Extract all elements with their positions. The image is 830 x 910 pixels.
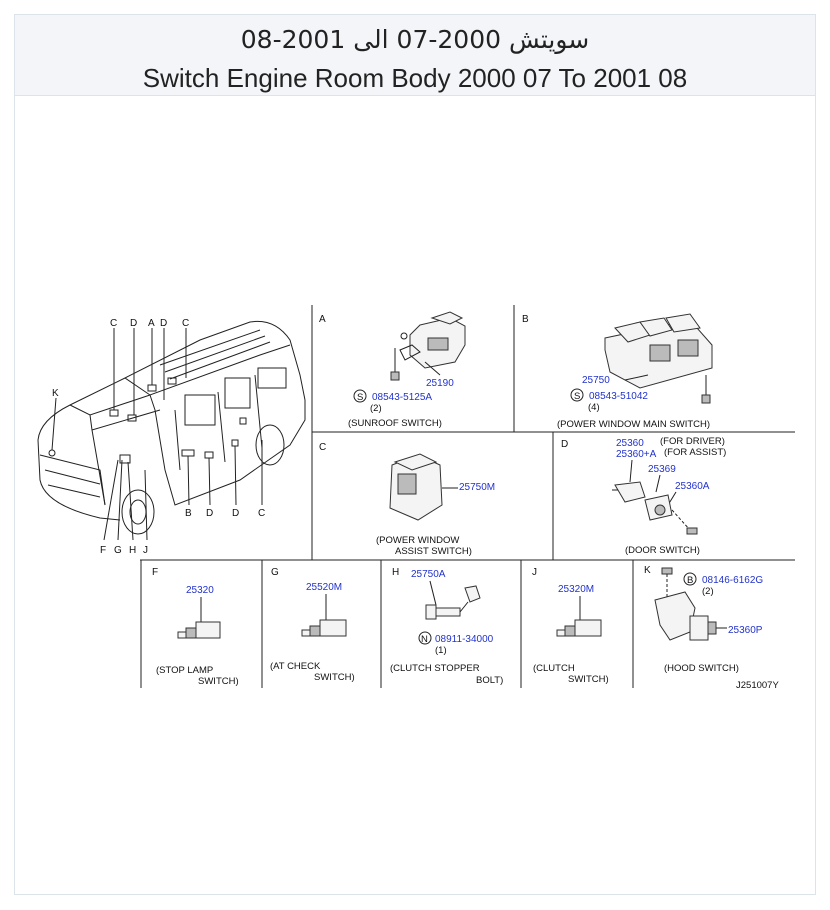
panel-f-caption-2: SWITCH)	[198, 676, 239, 687]
vehicle-drawing	[37, 320, 306, 541]
panel-j-clutch-switch: J 25320M (CLUTCH SWITCH)	[532, 567, 609, 685]
panel-h-part-number: 25750A	[411, 569, 446, 580]
panel-d-part-2: 25360+A	[616, 449, 657, 460]
panel-a-letter: A	[319, 314, 326, 325]
panel-b-letter: B	[522, 314, 529, 325]
panel-b-bolt-part: 08543-51042	[589, 391, 648, 402]
panel-f-stop-lamp-switch: F 25320 (STOP LAMP SWITCH)	[152, 567, 239, 687]
panel-k-caption: (HOOD SWITCH)	[664, 663, 739, 674]
callout-top-4: D	[160, 318, 167, 329]
callout-bottom-left-4: J	[143, 545, 148, 556]
panel-j-caption-2: SWITCH)	[568, 674, 609, 685]
panel-b-bolt-symbol: S	[574, 391, 580, 402]
callout-k: K	[52, 388, 59, 399]
diagram-code: J251007Y	[736, 680, 779, 691]
panel-c-caption-1: (POWER WINDOW	[376, 535, 459, 546]
callout-bottom-right-1: B	[185, 508, 192, 519]
panel-h-caption-2: BOLT)	[476, 675, 503, 686]
callout-bottom-left-3: H	[129, 545, 136, 556]
panel-grid	[140, 305, 795, 688]
panel-c-caption-2: ASSIST SWITCH)	[395, 546, 472, 557]
callout-top-3: A	[148, 318, 155, 329]
panel-d-door-switch: D 25360 (FOR DRIVER) 25360+A (FOR ASSIST…	[561, 436, 726, 556]
panel-k-bolt-symbol: B	[687, 575, 693, 586]
panel-d-part-3: 25369	[648, 464, 676, 475]
panel-d-part-1: 25360	[616, 438, 644, 449]
panel-k-hood-switch: K B 08146-6162G (2) 25360P (HOOD SWITCH)…	[644, 565, 779, 691]
panel-g-caption-2: SWITCH)	[314, 672, 355, 683]
panel-k-bolt-qty: (2)	[702, 586, 714, 597]
callout-top-2: D	[130, 318, 137, 329]
panel-b-power-window-main-switch: B 25750 S 08543-51042 (4) (POWER WINDOW …	[522, 313, 713, 430]
callout-top-5: C	[182, 318, 189, 329]
panel-b-part-number: 25750	[582, 375, 610, 386]
panel-j-caption-1: (CLUTCH	[533, 663, 575, 674]
panel-g-at-check-switch: G 25520M (AT CHECK SWITCH)	[270, 567, 355, 683]
panel-f-part-number: 25320	[186, 585, 214, 596]
callout-bottom-right-4: C	[258, 508, 265, 519]
panel-k-part-number: 25360P	[728, 625, 763, 636]
panel-h-nut-symbol: N	[421, 634, 428, 645]
panel-j-part-number: 25320M	[558, 584, 594, 595]
panel-a-caption: (SUNROOF SWITCH)	[348, 418, 442, 429]
diagram-frame	[14, 14, 816, 895]
panel-f-caption-1: (STOP LAMP	[156, 665, 213, 676]
panel-h-clutch-stopper-bolt: H 25750A N 08911-34000 (1) (CLUTCH STOPP…	[390, 567, 503, 686]
panel-g-part-number: 25520M	[306, 582, 342, 593]
panel-c-letter: C	[319, 442, 326, 453]
callout-bottom-right-2: D	[206, 508, 213, 519]
vehicle-callouts: C D A D C K F G H J B D D C	[52, 318, 265, 556]
panel-c-power-window-assist-switch: C 25750M (POWER WINDOW ASSIST SWITCH)	[319, 442, 495, 557]
panel-c-part-number: 25750M	[459, 482, 495, 493]
panel-h-nut-qty: (1)	[435, 645, 447, 656]
callout-bottom-left-1: F	[100, 545, 106, 556]
panel-f-letter: F	[152, 567, 158, 578]
panel-a-bolt-qty: (2)	[370, 403, 382, 414]
panel-h-nut-part: 08911-34000	[435, 634, 494, 645]
callout-bottom-left-2: G	[114, 545, 122, 556]
panel-b-caption: (POWER WINDOW MAIN SWITCH)	[557, 419, 710, 430]
panel-g-letter: G	[271, 567, 279, 578]
panel-k-bolt-part: 08146-6162G	[702, 575, 763, 586]
panel-h-letter: H	[392, 567, 399, 578]
panel-d-part-4: 25360A	[675, 481, 710, 492]
panel-a-part-number: 25190	[426, 378, 454, 389]
title-english: Switch Engine Room Body 2000 07 To 2001 …	[142, 63, 688, 93]
panel-d-note-2: (FOR ASSIST)	[664, 447, 726, 458]
panel-j-letter: J	[532, 567, 537, 578]
panel-g-caption-1: (AT CHECK	[270, 661, 321, 672]
panel-d-letter: D	[561, 439, 568, 450]
panel-a-sunroof-switch: A 25190 S 08543-5125A (2) (SUNROOF SWITC…	[319, 311, 466, 429]
panel-a-bolt-part: 08543-5125A	[372, 392, 432, 403]
title-arabic: سويتش 2000-07 الى 2001-08	[240, 25, 590, 54]
panel-d-note-1: (FOR DRIVER)	[660, 436, 725, 447]
panel-a-bolt-symbol: S	[357, 392, 363, 403]
panel-h-caption-1: (CLUTCH STOPPER	[390, 663, 480, 674]
panel-d-caption: (DOOR SWITCH)	[625, 545, 700, 556]
panel-b-bolt-qty: (4)	[588, 402, 600, 413]
callout-bottom-right-3: D	[232, 508, 239, 519]
title-header: سويتش 2000-07 الى 2001-08 Switch Engine …	[15, 15, 815, 96]
panel-k-letter: K	[644, 565, 651, 576]
callout-top-1: C	[110, 318, 117, 329]
